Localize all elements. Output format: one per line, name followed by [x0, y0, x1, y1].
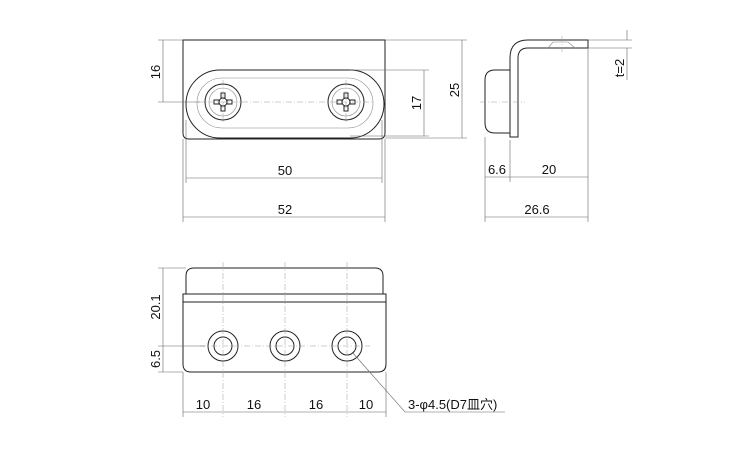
side-view [480, 30, 632, 222]
plate-outline [182, 39, 386, 140]
dim-slot-width: 50 [278, 163, 292, 178]
hole-callout: 3-φ4.5(D7皿穴) [408, 397, 497, 412]
top-view [158, 39, 467, 222]
dim-front-height: 20.1 [148, 294, 163, 319]
bracket-profile [509, 39, 589, 138]
dim-slot-height: 17 [409, 96, 424, 110]
dim-pitch: 16 [309, 397, 323, 412]
dim-hole-height: 6.5 [148, 350, 163, 368]
slot-outline [185, 69, 385, 139]
leader-line [351, 351, 505, 413]
dim-width: 52 [278, 202, 292, 217]
screw-head-profile [484, 69, 510, 134]
dim-head: 6.6 [488, 162, 506, 177]
dim-pitch: 10 [196, 397, 210, 412]
dim-pitch: 10 [359, 397, 373, 412]
dim-depth: 26.6 [524, 202, 549, 217]
front-plate-outline [182, 293, 387, 373]
back-flange-outline [185, 267, 384, 294]
front-view [158, 262, 505, 417]
dim-height: 25 [447, 83, 462, 97]
dim-thickness: t=2 [612, 59, 627, 77]
dim-flange: 20 [542, 162, 556, 177]
dim-offset: 16 [148, 65, 163, 79]
dim-pitch: 16 [247, 397, 261, 412]
